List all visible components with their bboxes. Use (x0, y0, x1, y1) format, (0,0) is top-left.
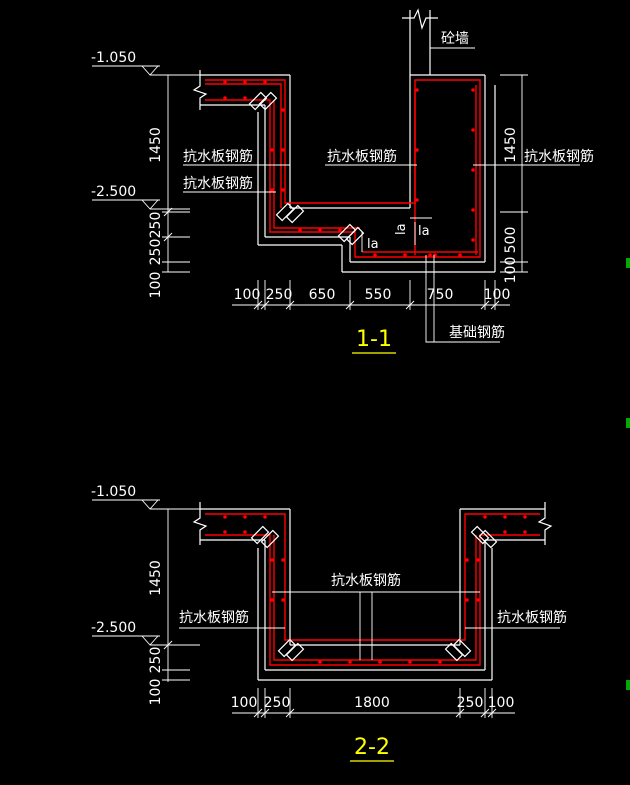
dimension-text: 550 (365, 287, 392, 303)
rebar-label: 抗水板钢筋 (327, 148, 397, 165)
elevation-text: -1.050 (91, 50, 136, 66)
la-label: la (367, 237, 379, 252)
dimension-right: 1450 500 100 (500, 74, 528, 284)
dimension-text: 250 (148, 239, 164, 266)
dimension-left: 1450 250 250 100 (148, 74, 190, 299)
edge-marks (626, 258, 630, 690)
dimension-text: 500 (503, 227, 519, 254)
elevation-text: -2.500 (91, 184, 136, 200)
la-markers: la la la (361, 217, 432, 252)
dimension-text: 100 (488, 695, 515, 711)
dimension-text: 250 (264, 695, 291, 711)
elevation-marker-top: -1.050 (91, 50, 200, 76)
dimension-text: 250 (148, 212, 164, 239)
dimension-text: 1450 (503, 127, 519, 163)
wall-label: 砼墙 (441, 31, 469, 47)
rebar-dots (223, 80, 475, 257)
dimension-text: 1450 (148, 127, 164, 163)
dimension-text: 250 (148, 647, 164, 674)
rebar-label: 抗水板钢筋 (331, 572, 401, 589)
rebar-dots (223, 515, 527, 664)
rebar-label: 抗水板钢筋 (497, 609, 567, 626)
dimension-text: 1450 (148, 560, 164, 596)
elevation-text: -1.050 (91, 484, 136, 500)
labels: 抗水板钢筋 抗水板钢筋 抗水板钢筋 (179, 572, 567, 660)
dimension-bottom: 100 250 650 550 750 100 (232, 280, 510, 310)
rebar-label: 抗水板钢筋 (183, 148, 253, 165)
concrete-outline (192, 502, 553, 681)
dimension-text: 100 (148, 679, 164, 706)
lap-marks (248, 91, 365, 246)
labels: 砼墙 抗水板钢筋 抗水板钢筋 抗水板钢筋 抗水板钢筋 基础钢筋 (183, 31, 594, 343)
dimension-bottom: 100 250 1800 250 100 (231, 688, 515, 718)
dimension-text: 250 (457, 695, 484, 711)
concrete-outline (192, 8, 496, 273)
elevation-marker-mid: -2.500 (91, 620, 200, 646)
dimension-text: 100 (148, 272, 164, 299)
dimension-text: 250 (266, 287, 293, 303)
elevation-marker-mid: -2.500 (91, 184, 190, 210)
section-title-2-2: 2-2 (350, 735, 394, 762)
foundation-label: 基础钢筋 (449, 324, 505, 341)
section-title: 2-2 (354, 735, 390, 760)
dimension-text: 650 (309, 287, 336, 303)
elevation-marker-top: -1.050 (91, 484, 200, 510)
section-2-2: -1.050 -2.500 1450 250 100 (91, 484, 567, 762)
rebar-label: 抗水板钢筋 (183, 175, 253, 192)
la-label: la (394, 223, 409, 235)
rebar-label: 抗水板钢筋 (524, 148, 594, 165)
rebar-cage (205, 79, 481, 258)
dimension-text: 100 (234, 287, 261, 303)
dimension-text: 100 (484, 287, 511, 303)
section-1-1: -1.050 -2.500 1450 250 250 100 (91, 8, 594, 354)
rebar-cage (205, 513, 540, 666)
dimension-text: 1800 (354, 695, 390, 711)
dimension-text: 100 (231, 695, 258, 711)
dimension-text: 750 (427, 287, 454, 303)
elevation-text: -2.500 (91, 620, 136, 636)
lap-marks (250, 525, 498, 662)
dimension-text: 100 (503, 257, 519, 284)
rebar-label: 抗水板钢筋 (179, 609, 249, 626)
la-label: la (418, 224, 430, 239)
section-title: 1-1 (356, 327, 392, 352)
dimension-left: 1450 250 100 (148, 508, 190, 706)
section-title-1-1: 1-1 (352, 327, 396, 354)
